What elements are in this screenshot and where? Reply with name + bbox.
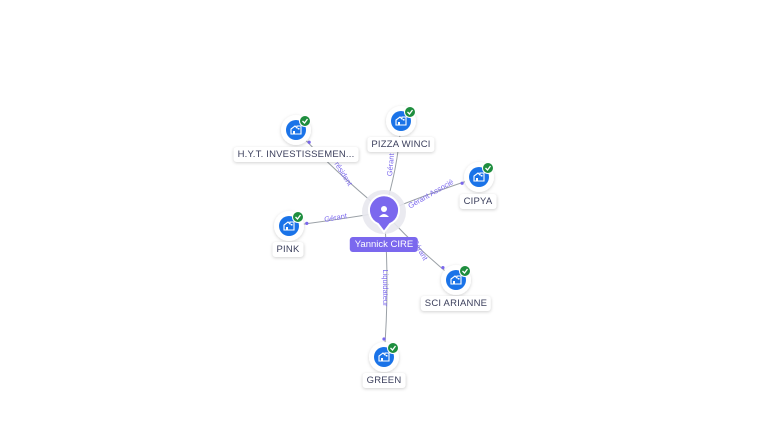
edge-label-pizza: Gérant [385,152,396,177]
person-name-label[interactable]: Yannick CIRE [349,237,419,252]
verified-check-icon [292,211,304,223]
verified-check-icon [404,106,416,118]
edge-label-pink: Gérant [323,211,348,224]
verified-check-icon [387,342,399,354]
company-label-green[interactable]: GREEN [362,373,406,388]
edge-arrow [460,181,464,185]
company-label-pizza[interactable]: PIZZA WINCI [367,137,435,152]
edge-arrow [307,140,311,144]
edge-label-green: Liquidateur [381,269,390,307]
company-node-hyt[interactable] [281,115,311,145]
verified-check-icon [299,115,311,127]
company-node-green[interactable] [369,342,399,372]
person-node[interactable] [362,190,406,234]
person-icon [381,206,387,212]
company-node-cipya[interactable] [464,162,494,192]
edge-arrow [305,221,309,225]
company-label-cipya[interactable]: CIPYA [459,194,497,209]
verified-check-icon [482,162,494,174]
company-node-pizza[interactable] [386,106,416,136]
company-node-sci[interactable] [441,265,471,295]
verified-check-icon [459,265,471,277]
edge-arrow [441,266,445,270]
company-node-pink[interactable] [274,211,304,241]
edge-arrow [382,337,386,341]
edge-label-cipya: Gérant Associé [406,177,455,210]
company-label-hyt[interactable]: H.Y.T. INVESTISSEMEN... [233,147,359,162]
company-label-sci[interactable]: SCI ARIANNE [420,296,492,311]
company-label-pink[interactable]: PINK [272,242,304,257]
